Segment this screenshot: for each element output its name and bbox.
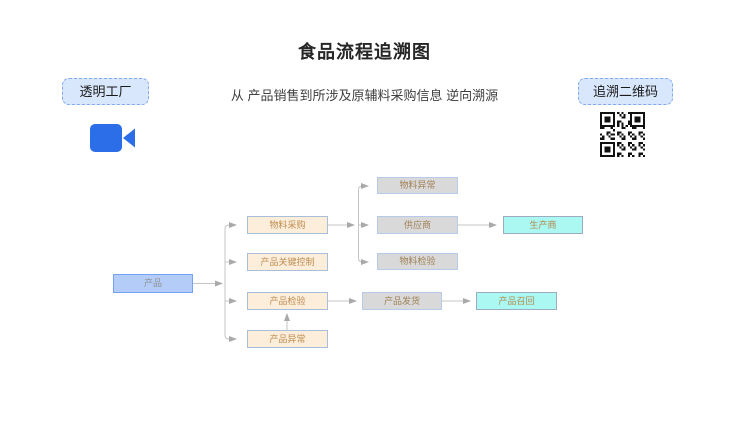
trace-qrcode-badge[interactable]: 追溯二维码 <box>578 78 673 105</box>
flow-node-product-inspection: 产品检验 <box>247 292 328 310</box>
page-subtitle: 从 产品销售到所涉及原辅料采购信息 逆向溯源 <box>230 88 499 103</box>
page-title: 食品流程追溯图 <box>298 42 431 62</box>
flow-node-material-abnormal: 物料异常 <box>377 177 458 194</box>
flow-node-material-purchase: 物料采购 <box>247 216 328 234</box>
flow-node-product: 产品 <box>113 274 193 293</box>
flow-node-product-shipment: 产品发货 <box>362 292 442 310</box>
qr-code-image[interactable] <box>600 112 645 157</box>
flow-node-product-key-control: 产品关键控制 <box>247 253 328 271</box>
flow-node-material-inspection: 物料检验 <box>377 253 458 270</box>
flow-node-product-abnormal: 产品异常 <box>247 330 328 348</box>
flow-node-product-recall: 产品召回 <box>476 292 557 310</box>
video-camera-icon[interactable] <box>88 121 138 155</box>
flow-node-producer: 生产商 <box>503 216 583 234</box>
transparent-factory-badge[interactable]: 透明工厂 <box>62 78 149 105</box>
flow-node-supplier: 供应商 <box>377 216 458 234</box>
